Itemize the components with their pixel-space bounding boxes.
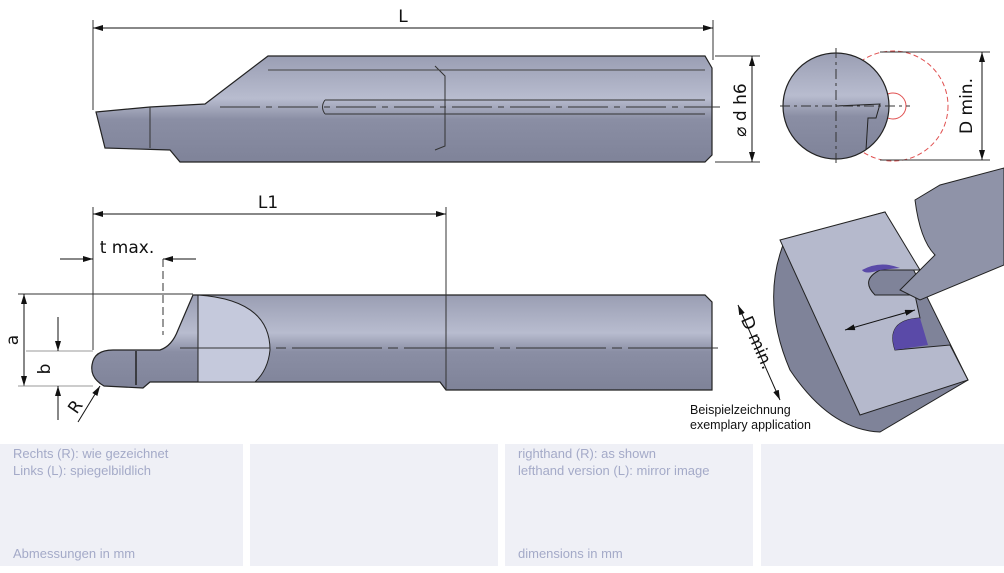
dimension-L: L bbox=[398, 7, 408, 27]
info-panel-english: righthand (R): as shown lefthand version… bbox=[505, 444, 753, 566]
example-caption-en: exemplary application bbox=[690, 418, 811, 432]
dimension-t-max: t max. bbox=[100, 238, 155, 258]
tool-side-view bbox=[95, 55, 720, 163]
info-panel-blank-1 bbox=[250, 444, 498, 566]
handedness-left-de: Links (L): spiegelbildlich bbox=[13, 463, 152, 478]
handedness-left-en: lefthand version (L): mirror image bbox=[518, 463, 710, 478]
handedness-right-de: Rechts (R): wie gezeichnet bbox=[13, 446, 169, 461]
exemplary-application-illustration bbox=[773, 167, 1004, 433]
info-panel-german: Rechts (R): wie gezeichnet Links (L): sp… bbox=[0, 444, 243, 566]
units-note-de: Abmessungen in mm bbox=[13, 546, 136, 561]
dimension-D-min-top: D min. bbox=[957, 78, 977, 134]
info-panel-blank-2 bbox=[761, 444, 1004, 566]
dimension-D-min-iso: D min. bbox=[736, 313, 777, 372]
handedness-right-en: righthand (R): as shown bbox=[518, 446, 657, 461]
units-note-en: dimensions in mm bbox=[518, 546, 623, 561]
dimension-L1: L1 bbox=[258, 193, 278, 213]
tool-top-view bbox=[91, 294, 720, 391]
dimension-b: b bbox=[35, 364, 55, 375]
dimension-d-h6: ⌀ d h6 bbox=[731, 83, 751, 136]
dimension-a: a bbox=[3, 335, 23, 345]
dimension-R: R bbox=[64, 396, 87, 417]
example-caption-de: Beispielzeichnung bbox=[690, 403, 791, 417]
tool-end-view bbox=[780, 48, 949, 165]
